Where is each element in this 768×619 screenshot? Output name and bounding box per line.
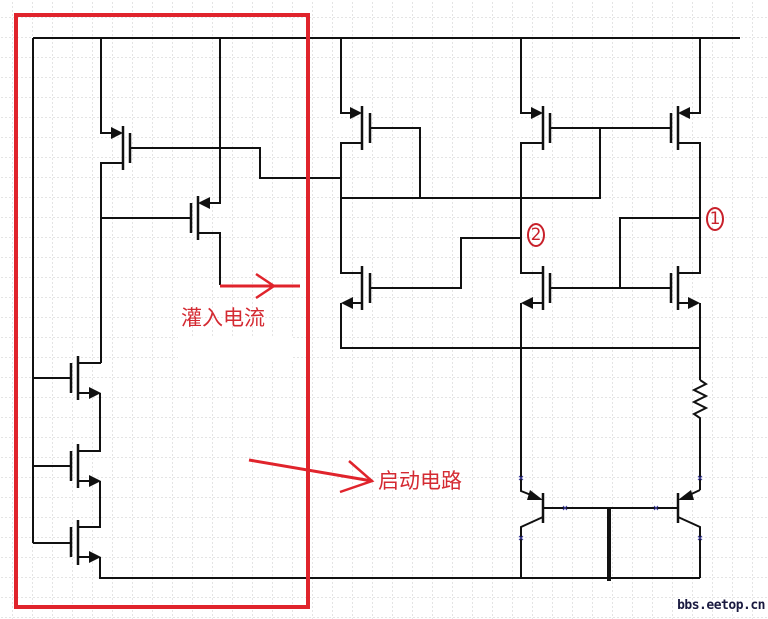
pmos-m8: [551, 38, 701, 289]
probe-markers: [518, 475, 703, 541]
erased-patch: [178, 336, 293, 360]
pmos-m6: [340, 38, 671, 274]
pmos-m2: [101, 38, 221, 285]
sink-current-label: 灌入电流: [181, 306, 265, 330]
supply-rail: [32, 37, 740, 579]
watermark: bbs.eetop.cn: [677, 598, 765, 613]
bjt-left: [520, 490, 545, 578]
startup-circuit-label: 启动电路: [378, 469, 462, 493]
startup-circuit-box: [14, 13, 310, 609]
nmos-m10: [520, 266, 552, 490]
resistor: [691, 379, 709, 490]
nmos-stack-left: [33, 356, 101, 565]
startup-pointer-arrow: [248, 458, 375, 494]
node-2-marker: 2: [527, 223, 545, 247]
nmos-m11: [669, 266, 701, 380]
pmos-m1: [100, 38, 341, 363]
pmos-m7: [370, 38, 552, 289]
nmos-m9: [340, 266, 700, 349]
node-1-marker: 1: [706, 207, 724, 231]
sink-current-arrow: [220, 272, 300, 300]
